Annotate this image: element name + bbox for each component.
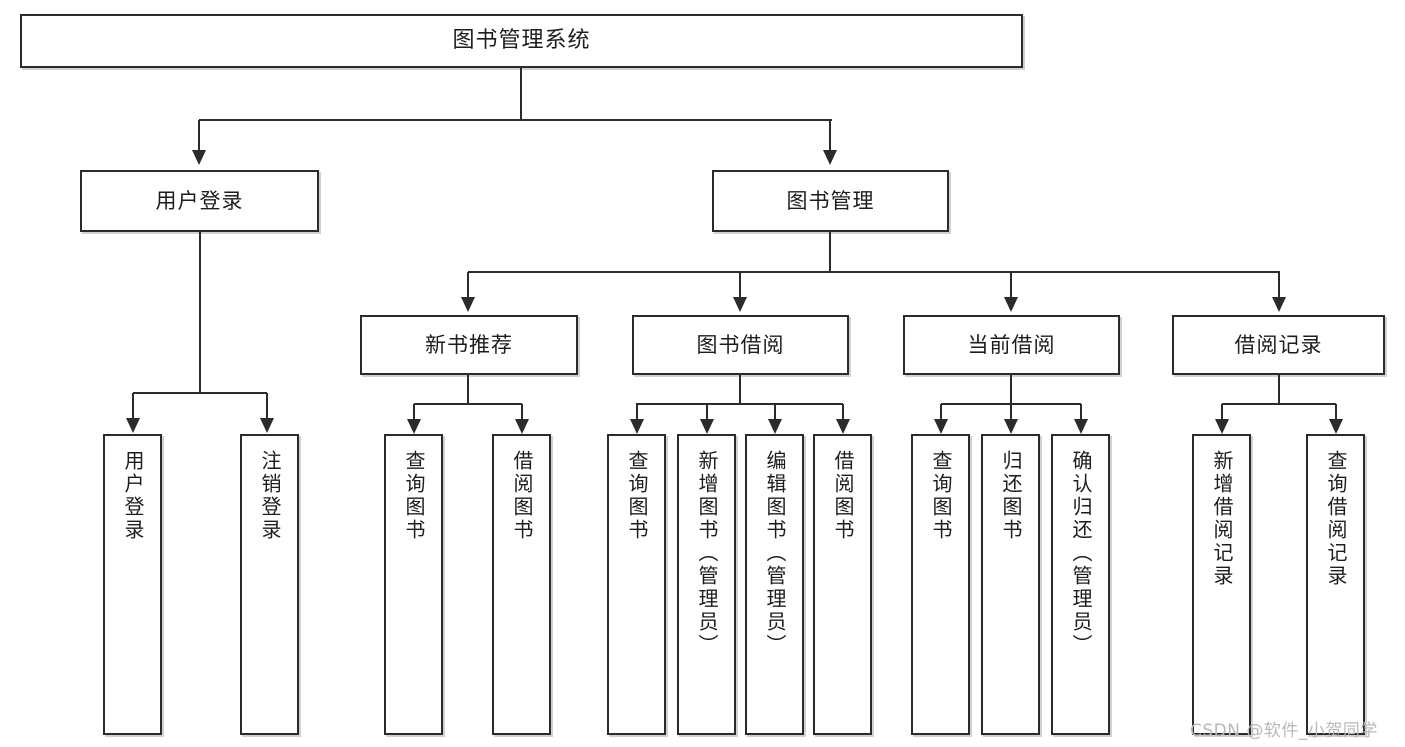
node-leaf-query-book-borrow[interactable]: 查询图书 (607, 434, 666, 735)
arrowhead-new-book-to-leaf-1 (407, 419, 421, 434)
node-leaf-user-logout[interactable]: 注销登录 (240, 434, 299, 735)
node-label: 归还图书 (999, 450, 1023, 542)
node-leaf-return-book[interactable]: 归还图书 (981, 434, 1040, 735)
arrowhead-user-login-to-leaf-2 (260, 418, 274, 433)
node-label: 借阅图书 (510, 450, 534, 542)
connector-root-stem (520, 68, 522, 120)
node-label: 图书管理 (786, 188, 875, 213)
connector-new-book-to-leaf-2 (521, 404, 523, 420)
node-label: 新书推荐 (425, 332, 513, 357)
node-label: 借阅图书 (831, 450, 855, 542)
node-leaf-confirm-return[interactable]: 确认归还（管理员） (1051, 434, 1110, 735)
connector-book-manage-to-new-book (467, 272, 469, 298)
connector-borrow-record-stem (1278, 375, 1280, 404)
node-label: 查询图书 (402, 450, 426, 542)
connector-user-login-to-leaf-1 (132, 393, 134, 419)
arrowhead-book-borrow-to-leaf-2 (700, 419, 714, 434)
node-leaf-add-borrow-record[interactable]: 新增借阅记录 (1192, 434, 1251, 735)
node-leaf-query-borrow-record[interactable]: 查询借阅记录 (1306, 434, 1365, 735)
node-label: 图书管理系统 (452, 28, 591, 54)
node-label: 编辑图书（管理员） (763, 450, 787, 657)
arrowhead-current-borrow-to-leaf-3 (1074, 419, 1088, 434)
node-leaf-add-book[interactable]: 新增图书（管理员） (677, 434, 736, 735)
node-book-manage[interactable]: 图书管理 (712, 170, 949, 232)
node-label: 图书借阅 (696, 332, 785, 357)
node-current-borrow[interactable]: 当前借阅 (903, 315, 1120, 375)
arrowhead-book-borrow-to-leaf-1 (630, 419, 644, 434)
connector-root-to-book-manage (829, 120, 831, 151)
node-label: 当前借阅 (967, 332, 1056, 357)
node-label: 借阅记录 (1234, 332, 1323, 357)
node-label: 查询图书 (929, 450, 953, 542)
node-borrow-record[interactable]: 借阅记录 (1172, 315, 1385, 375)
connector-root-bus (199, 119, 832, 121)
node-label: 新增借阅记录 (1210, 450, 1234, 588)
connector-book-borrow-to-leaf-2 (706, 404, 708, 420)
node-user-login[interactable]: 用户登录 (80, 170, 319, 232)
connector-book-borrow-bus (636, 403, 843, 405)
node-book-borrow[interactable]: 图书借阅 (632, 315, 849, 375)
node-label: 用户登录 (155, 188, 244, 213)
connector-book-borrow-stem (739, 375, 741, 404)
connector-current-borrow-to-leaf-3 (1080, 404, 1082, 420)
arrowhead-borrow-record-to-leaf-2 (1329, 419, 1343, 434)
node-leaf-borrow-book[interactable]: 借阅图书 (813, 434, 872, 735)
arrowhead-user-login-to-leaf-1 (126, 418, 140, 433)
node-label: 确认归还（管理员） (1069, 450, 1093, 657)
connector-user-login-stem (199, 232, 201, 393)
node-leaf-query-book-current[interactable]: 查询图书 (911, 434, 970, 735)
node-root-book-management-system[interactable]: 图书管理系统 (20, 14, 1023, 68)
connector-book-borrow-to-leaf-4 (842, 404, 844, 420)
arrowhead-book-manage-to-borrow-record (1272, 297, 1286, 312)
connector-user-login-to-leaf-2 (266, 393, 268, 419)
node-leaf-user-login[interactable]: 用户登录 (103, 434, 162, 735)
arrowhead-current-borrow-to-leaf-2 (1004, 419, 1018, 434)
node-label: 新增图书（管理员） (695, 450, 719, 657)
connector-borrow-record-bus (1222, 403, 1336, 405)
connector-book-borrow-to-leaf-3 (774, 404, 776, 420)
node-leaf-edit-book[interactable]: 编辑图书（管理员） (745, 434, 804, 735)
node-leaf-query-book-recommend[interactable]: 查询图书 (384, 434, 443, 735)
node-label: 查询借阅记录 (1324, 450, 1348, 588)
connector-book-manage-stem (829, 232, 831, 272)
connector-current-borrow-stem (1010, 375, 1012, 404)
connector-book-borrow-to-leaf-1 (636, 404, 638, 420)
connector-new-book-bus (414, 403, 522, 405)
connector-book-manage-bus (468, 271, 1280, 273)
node-label: 注销登录 (258, 450, 282, 542)
connector-book-manage-to-book-borrow (739, 272, 741, 298)
connector-book-manage-to-current-borrow (1010, 272, 1012, 298)
connector-current-borrow-to-leaf-1 (940, 404, 942, 420)
arrowhead-book-borrow-to-leaf-3 (768, 419, 782, 434)
arrowhead-book-manage-to-book-borrow (733, 297, 747, 312)
connector-borrow-record-to-leaf-2 (1335, 404, 1337, 420)
connector-root-to-user-login (198, 120, 200, 151)
arrowhead-current-borrow-to-leaf-1 (934, 419, 948, 434)
connector-book-manage-to-borrow-record (1278, 272, 1280, 298)
arrowhead-new-book-to-leaf-2 (515, 419, 529, 434)
node-leaf-borrow-book-recommend[interactable]: 借阅图书 (492, 434, 551, 735)
connector-new-book-to-leaf-1 (413, 404, 415, 420)
arrowhead-root-to-book-manage (823, 150, 837, 165)
arrowhead-root-to-user-login (192, 150, 206, 165)
connector-current-borrow-to-leaf-2 (1010, 404, 1012, 420)
node-label: 用户登录 (121, 450, 145, 542)
connector-user-login-bus (133, 392, 267, 394)
node-new-book-recommend[interactable]: 新书推荐 (360, 315, 578, 375)
arrowhead-book-manage-to-current-borrow (1004, 297, 1018, 312)
watermark-text: CSDN @软件_小贺同学 (1190, 721, 1378, 741)
connector-new-book-stem (467, 375, 469, 404)
arrowhead-book-borrow-to-leaf-4 (836, 419, 850, 434)
connector-borrow-record-to-leaf-1 (1221, 404, 1223, 420)
node-label: 查询图书 (625, 450, 649, 542)
arrowhead-book-manage-to-new-book (461, 297, 475, 312)
arrowhead-borrow-record-to-leaf-1 (1215, 419, 1229, 434)
